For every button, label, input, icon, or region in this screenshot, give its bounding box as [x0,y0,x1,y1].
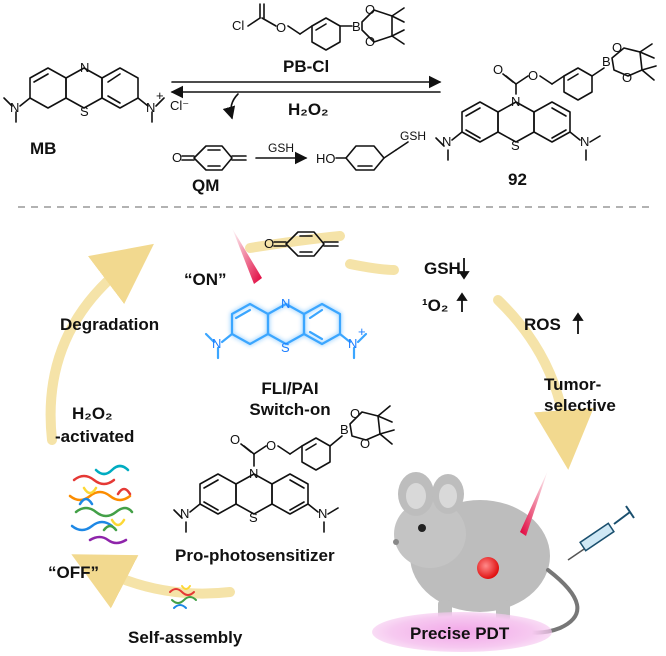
svg-text:O: O [365,2,375,17]
svg-text:+: + [358,324,366,339]
h2o2-reagent-label: H₂O₂ [288,100,329,119]
svg-text:S: S [80,104,89,119]
quinone-methide-bottom: O [264,231,339,257]
product-92-structure: N S O O B O O N N [435,40,657,161]
svg-text:O: O [266,438,276,453]
svg-text:S: S [249,510,258,525]
gsh-adduct-atom: GSH [400,129,427,143]
cycle-arrows [45,231,594,609]
svg-text:N: N [318,506,327,521]
svg-text:N: N [281,296,290,311]
svg-text:O: O [365,34,375,49]
trend-arrows [456,258,584,334]
svg-text:O: O [528,68,538,83]
pdt-highlight-ellipse [372,612,552,652]
qm-release-arrow [222,93,239,120]
h2o2-activated-line2: -activated [55,427,135,446]
quinone-methide-structure: O [172,145,247,171]
laser-beam-pdt [520,470,548,536]
pro-photosensitizer-structure: N S O O B O O N N [173,405,395,533]
pb-cl-structure: Cl O B O O [232,2,405,51]
svg-text:S: S [511,138,520,153]
svg-text:Cl: Cl [232,18,244,33]
svg-text:O: O [230,432,240,447]
svg-text:N: N [146,100,155,115]
degradation-label: Degradation [60,315,160,334]
svg-text:N: N [10,100,19,115]
precise-pdt-label: Precise PDT [410,624,510,643]
mouse-illustration [393,472,580,635]
svg-text:N: N [80,60,89,75]
svg-text:N: N [249,466,258,481]
glowing-methylene-blue: N S N N + [204,296,368,360]
off-label: “OFF” [48,563,99,582]
tumor-spot [477,557,499,579]
gsh-level-label: GSH [424,259,461,278]
imaging-label-line1: FLI/PAI [261,379,319,398]
laser-beam-on [232,228,262,284]
svg-text:N: N [511,94,520,109]
svg-text:O: O [264,236,274,251]
svg-text:N: N [180,506,189,521]
tumor-selective-line1: Tumor- [544,375,602,394]
svg-text:N: N [348,336,357,351]
imaging-label-line2: Switch-on [249,400,331,419]
pro-photosensitizer-label: Pro-photosensitizer [175,546,335,565]
svg-text:O: O [350,406,360,421]
compound-92-label: 92 [508,170,527,189]
on-label: “ON” [184,270,227,289]
tumor-selective-line2: selective [544,396,616,415]
gsh-arrow-label: GSH [268,141,295,155]
methylene-blue-structure: N S N N + [3,60,165,123]
svg-text:+: + [156,88,164,103]
svg-text:N: N [580,134,589,149]
mb-label: MB [30,139,57,158]
svg-text:O: O [622,70,632,85]
svg-text:O: O [172,150,182,165]
small-aggregate [169,585,197,609]
svg-text:O: O [276,20,286,35]
ros-label: ROS [524,315,561,334]
gsh-adduct-structure: HO [316,141,409,171]
h2o2-activated-line1: H₂O₂ [72,404,113,423]
mb-counterion: Cl⁻ [170,98,189,113]
qm-label: QM [192,176,220,195]
svg-text:S: S [281,340,290,355]
svg-text:O: O [360,436,370,451]
svg-text:O: O [493,62,503,77]
svg-text:HO: HO [316,151,336,166]
singlet-oxygen-label: ¹O₂ [422,296,449,315]
svg-text:B: B [602,54,611,69]
svg-text:B: B [340,422,349,437]
svg-text:O: O [612,40,622,55]
svg-text:N: N [212,336,221,351]
nanoparticle-assembly [64,464,144,546]
pb-cl-label: PB-Cl [283,57,330,76]
self-assembly-label: Self-assembly [128,628,243,647]
svg-text:N: N [442,134,451,149]
svg-text:B: B [352,19,361,34]
syringe-icon [567,505,635,561]
